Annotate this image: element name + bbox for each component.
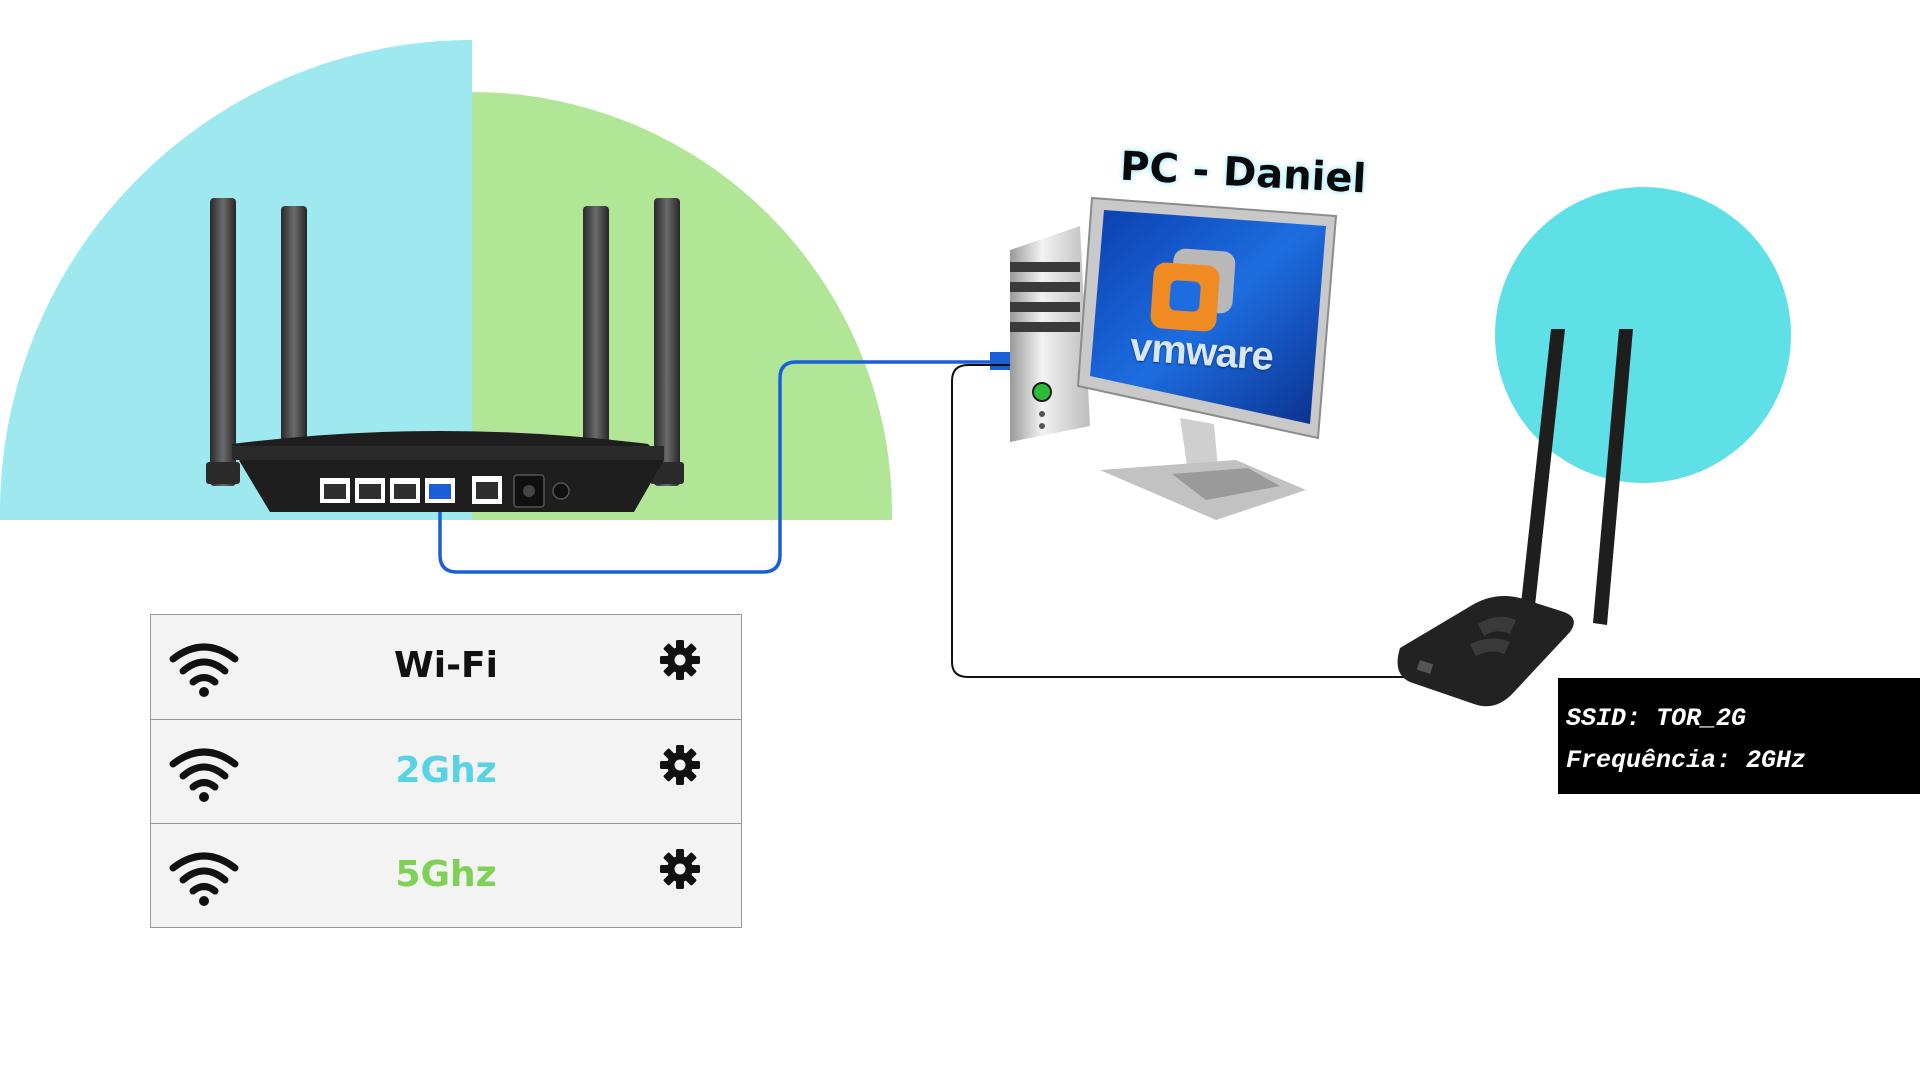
ethernet-cable [438,360,1004,574]
wifi-icon [169,748,239,802]
pc-ethernet-port [990,352,1010,370]
adapter-coverage-circle [1495,187,1791,483]
adapter-info-box: SSID: TOR_2G Frequência: 2GHz [1558,678,1920,794]
ssid-label: SSID: TOR_2G [1566,704,1747,733]
coverage-2ghz [0,40,472,520]
router-antenna [650,198,684,486]
coverage-5ghz [472,92,892,520]
gear-icon[interactable] [659,744,701,786]
pc-power-led [1032,382,1052,402]
wifi-row-label: 5Ghz [395,854,497,895]
wifi-row-5ghz[interactable]: 5Ghz [151,823,741,927]
router-coverage-area [0,40,892,520]
frequency-label: Frequência: 2GHz [1566,746,1807,775]
wifi-icon [169,643,239,697]
pc [1010,196,1338,520]
pc-tower [1010,226,1090,442]
router-lan-port [355,478,385,503]
router [206,198,684,512]
router-lan-port [390,478,420,503]
router-antenna [206,198,240,486]
usb-wifi-adapter [1397,329,1633,707]
wifi-icon [169,852,239,906]
router-wan-port [472,476,502,504]
router-reset-button [552,482,570,500]
wifi-row-label: Wi-Fi [394,645,498,686]
adapter-antenna [1593,329,1633,625]
wifi-row-label: 2Ghz [395,750,497,791]
vmware-logo-icon [1150,248,1236,332]
wifi-row-2ghz[interactable]: 2Ghz [151,719,741,823]
wifi-row-main[interactable]: Wi-Fi [151,615,741,719]
gear-icon[interactable] [659,639,701,681]
pc-monitor [1076,196,1338,520]
wifi-panel: Wi-Fi 2Ghz [150,614,742,928]
adapter-antenna [1520,329,1565,615]
router-lan-port-connected [425,478,455,503]
usb-cable [951,364,1408,678]
gear-icon[interactable] [659,848,701,890]
router-lan-port [320,478,350,503]
